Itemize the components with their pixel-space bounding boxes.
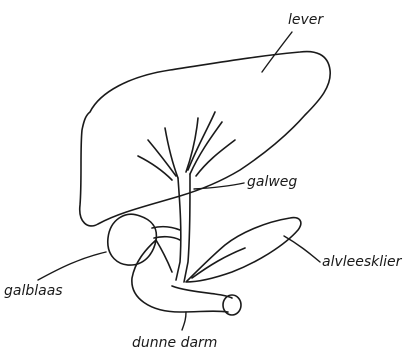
leader-bile-duct xyxy=(194,183,244,189)
pancreas-outline xyxy=(186,218,301,282)
label-bile-duct: galweg xyxy=(247,174,297,190)
label-liver: lever xyxy=(288,12,324,28)
leader-gallbladder xyxy=(38,252,106,280)
label-gallbladder: galblaas xyxy=(4,283,63,299)
liver-outline xyxy=(80,52,330,226)
leader-liver xyxy=(262,32,292,72)
label-small-intestine: dunne darm xyxy=(132,335,217,351)
gallbladder-outline xyxy=(108,214,157,265)
leader-small-intestine xyxy=(182,312,186,330)
bile-duct-branches xyxy=(138,112,235,180)
label-pancreas: alvleesklier xyxy=(322,254,403,270)
leader-pancreas xyxy=(284,236,320,262)
